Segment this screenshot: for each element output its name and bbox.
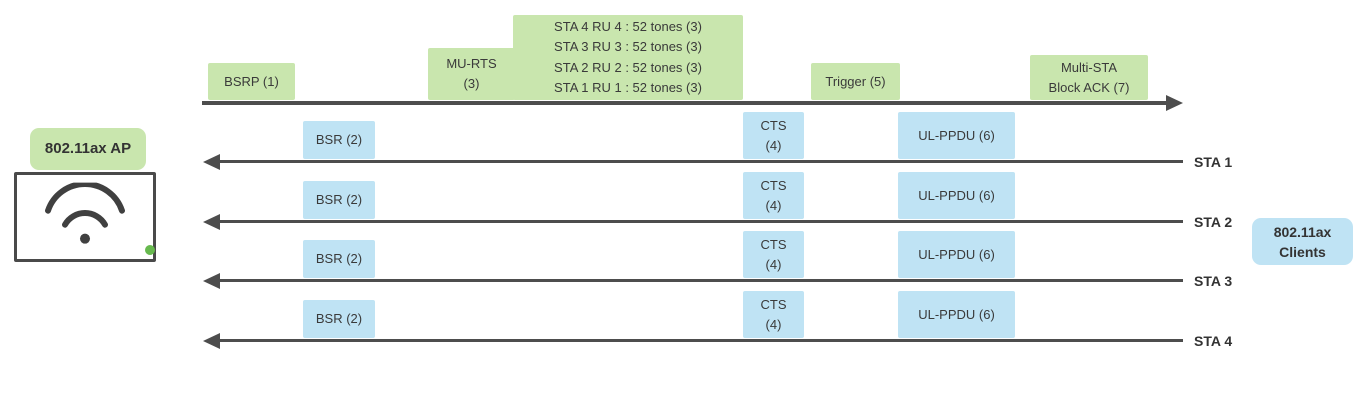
frame-mu-rts-line2: (3) (463, 76, 480, 91)
sta2-cts-line2: (4) (765, 197, 782, 213)
frame-trigger: Trigger (5) (811, 63, 900, 100)
sta2-arrowhead-icon (203, 214, 220, 230)
sta3-frame-ul-ppdu: UL-PPDU (6) (898, 231, 1015, 278)
sta2-bsr-label: BSR (2) (315, 192, 363, 207)
downlink-timeline-line (202, 101, 1170, 105)
sta2-frame-bsr: BSR (2) (303, 181, 375, 219)
frame-trigger-label: Trigger (5) (825, 73, 886, 89)
sta3-bsr-label: BSR (2) (315, 251, 363, 266)
frame-ru-line4: STA 1 RU 1 : 52 tones (3) (554, 80, 702, 95)
sta4-arrowhead-icon (203, 333, 220, 349)
sta4-frame-ul-ppdu: UL-PPDU (6) (898, 291, 1015, 338)
sta3-cts-line2: (4) (765, 256, 782, 272)
sta1-frame-bsr: BSR (2) (303, 121, 375, 159)
frame-ru-line3: STA 2 RU 2 : 52 tones (3) (554, 59, 702, 75)
sta4-ul-ppdu-label: UL-PPDU (6) (918, 306, 995, 322)
frame-ru-line1: STA 4 RU 4 : 52 tones (3) (554, 18, 702, 34)
sta4-cts-line2: (4) (765, 316, 782, 332)
status-dot-icon (145, 245, 155, 255)
clients-line1: 802.11ax (1273, 223, 1332, 240)
ap-device (14, 172, 156, 262)
sta4-frame-bsr: BSR (2) (303, 300, 375, 338)
sta2-line (216, 220, 1183, 223)
sta4-cts-line1: CTS (760, 296, 787, 312)
sta2-ul-ppdu-label: UL-PPDU (6) (918, 187, 995, 203)
frame-mba-line1: Multi-STA (1060, 59, 1118, 75)
sta4-bsr-label: BSR (2) (315, 311, 363, 326)
sta3-frame-bsr: BSR (2) (303, 240, 375, 278)
frame-mba-line2: Block ACK (7) (1048, 79, 1130, 95)
sta2-frame-cts: CTS (4) (743, 172, 804, 219)
sta1-cts-line2: (4) (765, 137, 782, 153)
sta1-line (216, 160, 1183, 163)
sta1-arrowhead-icon (203, 154, 220, 170)
sta2-frame-ul-ppdu: UL-PPDU (6) (898, 172, 1015, 219)
sta3-ul-ppdu-label: UL-PPDU (6) (918, 246, 995, 262)
sta3-line (216, 279, 1183, 282)
frame-mu-rts-line1: MU-RTS (446, 56, 497, 71)
wifi-icon (45, 182, 125, 244)
frame-bsrp-label: BSRP (1) (224, 73, 279, 89)
sta3-arrowhead-icon (203, 273, 220, 289)
frame-mu-rts: MU-RTS (3) (428, 48, 515, 100)
sta4-label: STA 4 (1194, 333, 1233, 349)
sta3-label: STA 3 (1194, 273, 1233, 289)
clients-label: 802.11ax Clients (1252, 218, 1353, 265)
sta1-bsr-label: BSR (2) (315, 132, 363, 147)
sta4-line (216, 339, 1183, 342)
frame-ru-allocation: STA 4 RU 4 : 52 tones (3) STA 3 RU 3 : 5… (513, 15, 743, 100)
sta1-cts-line1: CTS (760, 117, 787, 133)
downlink-arrowhead-icon (1166, 95, 1183, 111)
frame-bsrp: BSRP (1) (208, 63, 295, 100)
sta2-cts-line1: CTS (760, 177, 787, 193)
clients-line2: Clients (1279, 243, 1326, 260)
sta1-label: STA 1 (1194, 154, 1233, 170)
sta2-label: STA 2 (1194, 214, 1233, 230)
sta1-frame-ul-ppdu: UL-PPDU (6) (898, 112, 1015, 159)
sta1-ul-ppdu-label: UL-PPDU (6) (918, 127, 995, 143)
ap-label: 802.11ax AP (30, 128, 146, 170)
frame-multi-sta-block-ack: Multi-STA Block ACK (7) (1030, 55, 1148, 100)
sta3-frame-cts: CTS (4) (743, 231, 804, 278)
sta1-frame-cts: CTS (4) (743, 112, 804, 159)
sta4-frame-cts: CTS (4) (743, 291, 804, 338)
ap-label-text: 802.11ax AP (44, 140, 132, 157)
sta3-cts-line1: CTS (760, 236, 787, 252)
frame-ru-line2: STA 3 RU 3 : 52 tones (3) (554, 39, 702, 54)
